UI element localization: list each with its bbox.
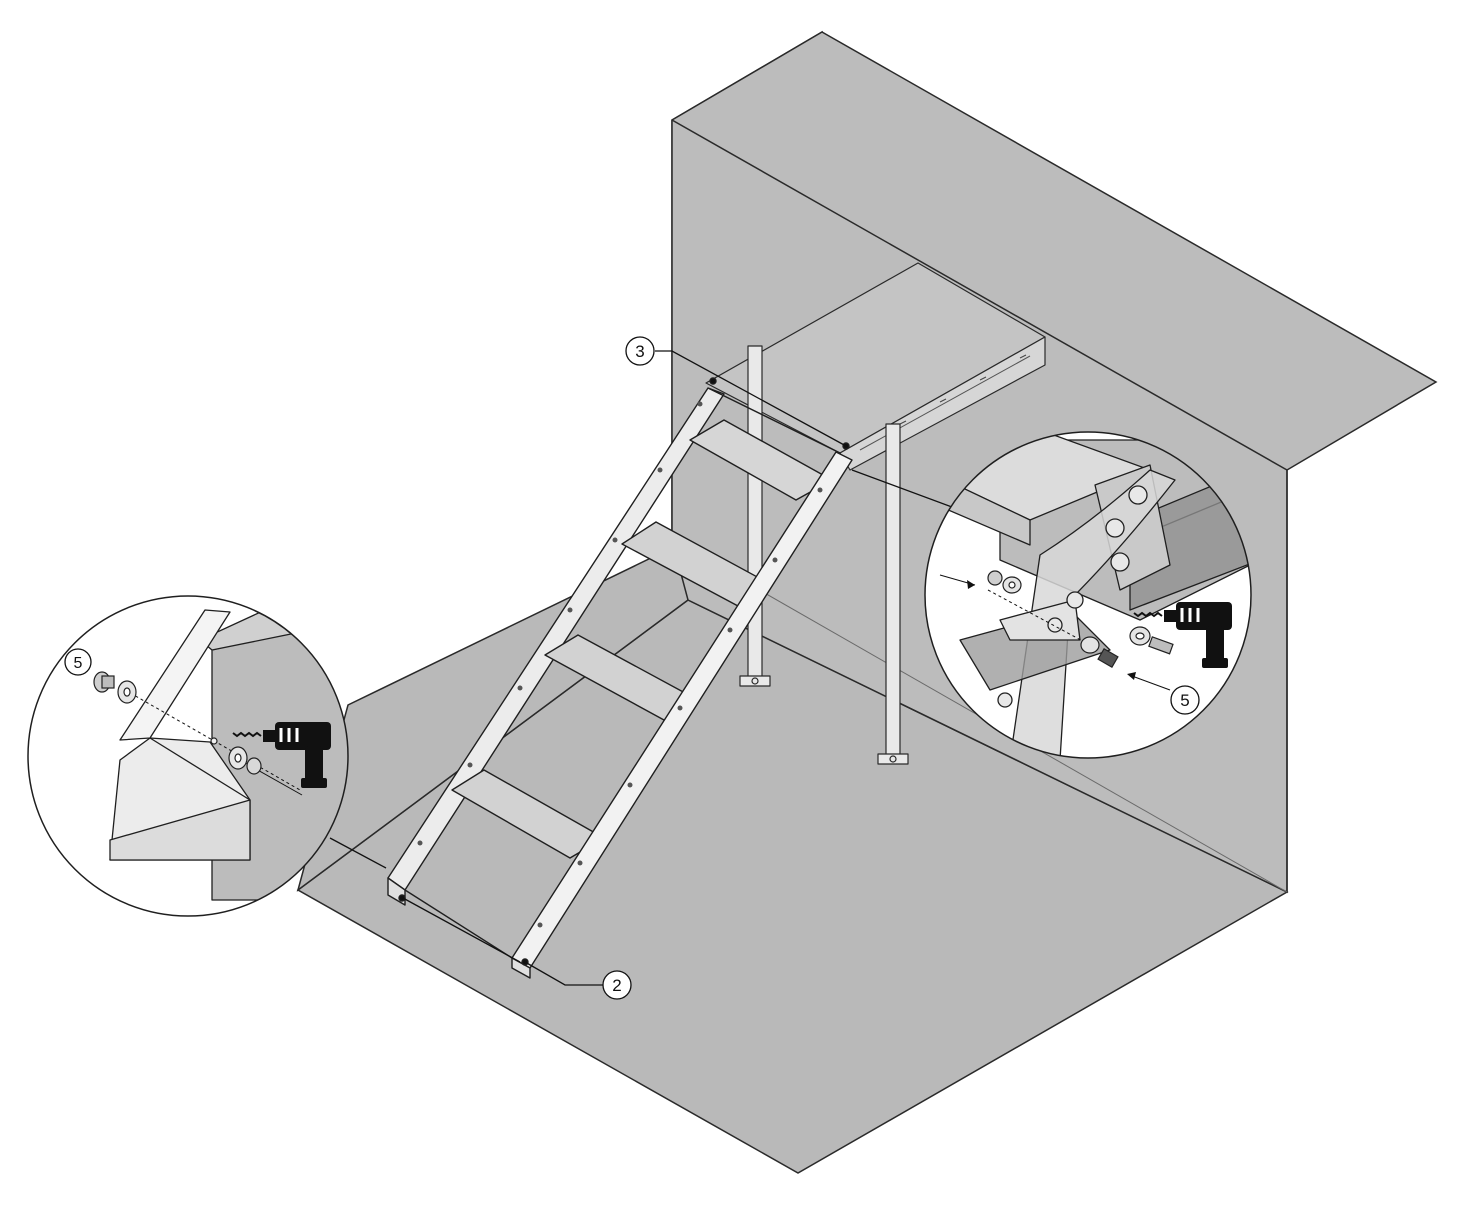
detail-stringer	[1009, 469, 1176, 758]
callout-5-right: 5	[1170, 685, 1200, 715]
bolt-washer-nut-icon	[93, 671, 262, 775]
callout-2: 2	[602, 970, 632, 1000]
stair	[387, 377, 853, 979]
callout-3-label: 3	[635, 342, 644, 361]
platform-post-front	[885, 423, 901, 761]
callout-5-right-label: 5	[1180, 691, 1189, 710]
detail-bottom-connection: 5	[27, 595, 349, 917]
ceiling-edge	[671, 119, 1288, 471]
callout-5-left-label: 5	[74, 655, 83, 672]
leader-lines	[329, 350, 961, 986]
callout-3: 3	[625, 336, 655, 366]
callout-5-left: 5	[64, 648, 92, 676]
connection-point-bottom-left	[398, 894, 406, 902]
connection-point-top-left	[709, 377, 717, 385]
callout-2-label: 2	[612, 976, 621, 995]
bolt-washer-nut-icon	[987, 570, 1174, 669]
room	[296, 30, 1438, 1174]
